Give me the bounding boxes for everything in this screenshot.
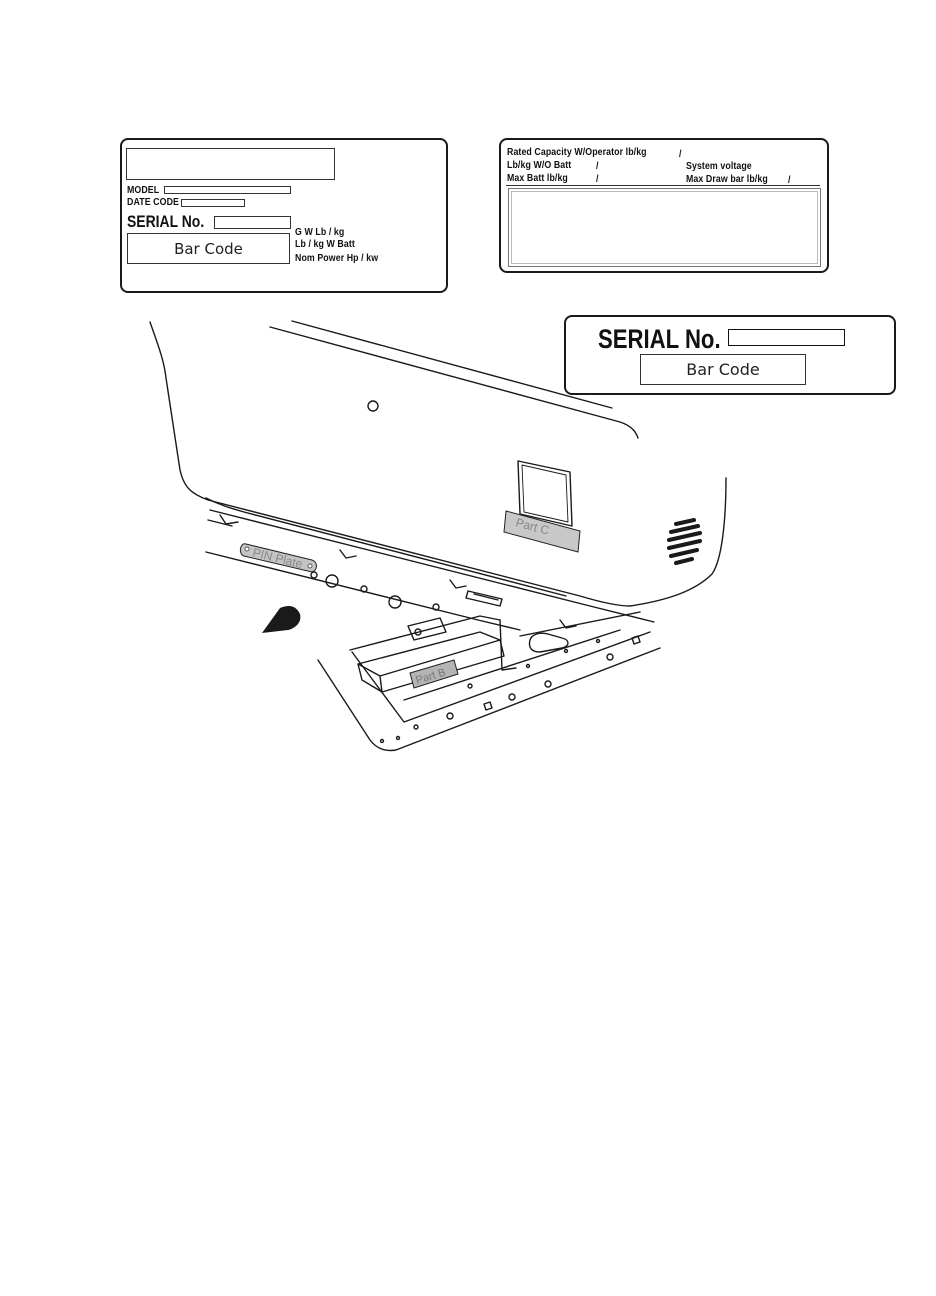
chassis-base-outline [318, 648, 660, 751]
frame-hole [397, 737, 400, 740]
frame-hole [389, 596, 401, 608]
pin-plate-label: PIN Plate [251, 545, 304, 571]
frame-hole [545, 681, 551, 687]
rail-slot [466, 591, 502, 606]
frame-square-hole [632, 636, 640, 644]
frame-upper-rail [210, 510, 654, 622]
frame-hole [326, 575, 338, 587]
front-direction-arrow [262, 606, 300, 633]
body-screw [368, 401, 378, 411]
pin-plate-tag: PIN Plate [240, 544, 316, 572]
part-b-label: Part B [414, 666, 447, 686]
battery-bracket [408, 618, 446, 640]
frame-hole [607, 654, 613, 660]
part-c-tag: Part C [504, 511, 580, 552]
body-outline [150, 322, 726, 606]
speaker-grille [669, 520, 700, 563]
body-top-edge [270, 327, 638, 438]
frame-hole [565, 650, 568, 653]
frame-hole [527, 665, 530, 668]
frame-hole [381, 740, 384, 743]
frame-hole [509, 694, 515, 700]
frame-hook-2 [340, 550, 356, 558]
frame-hole [447, 713, 453, 719]
frame-square-hole [484, 702, 492, 710]
body-top-edge-inner [292, 321, 612, 408]
frame-hook-3 [450, 580, 466, 588]
frame-hole [311, 572, 317, 578]
chassis-side-rail [520, 612, 640, 636]
frame-hole [597, 640, 600, 643]
decal-square-inner [522, 465, 568, 522]
frame-hole [468, 684, 472, 688]
frame-hole [414, 725, 418, 729]
